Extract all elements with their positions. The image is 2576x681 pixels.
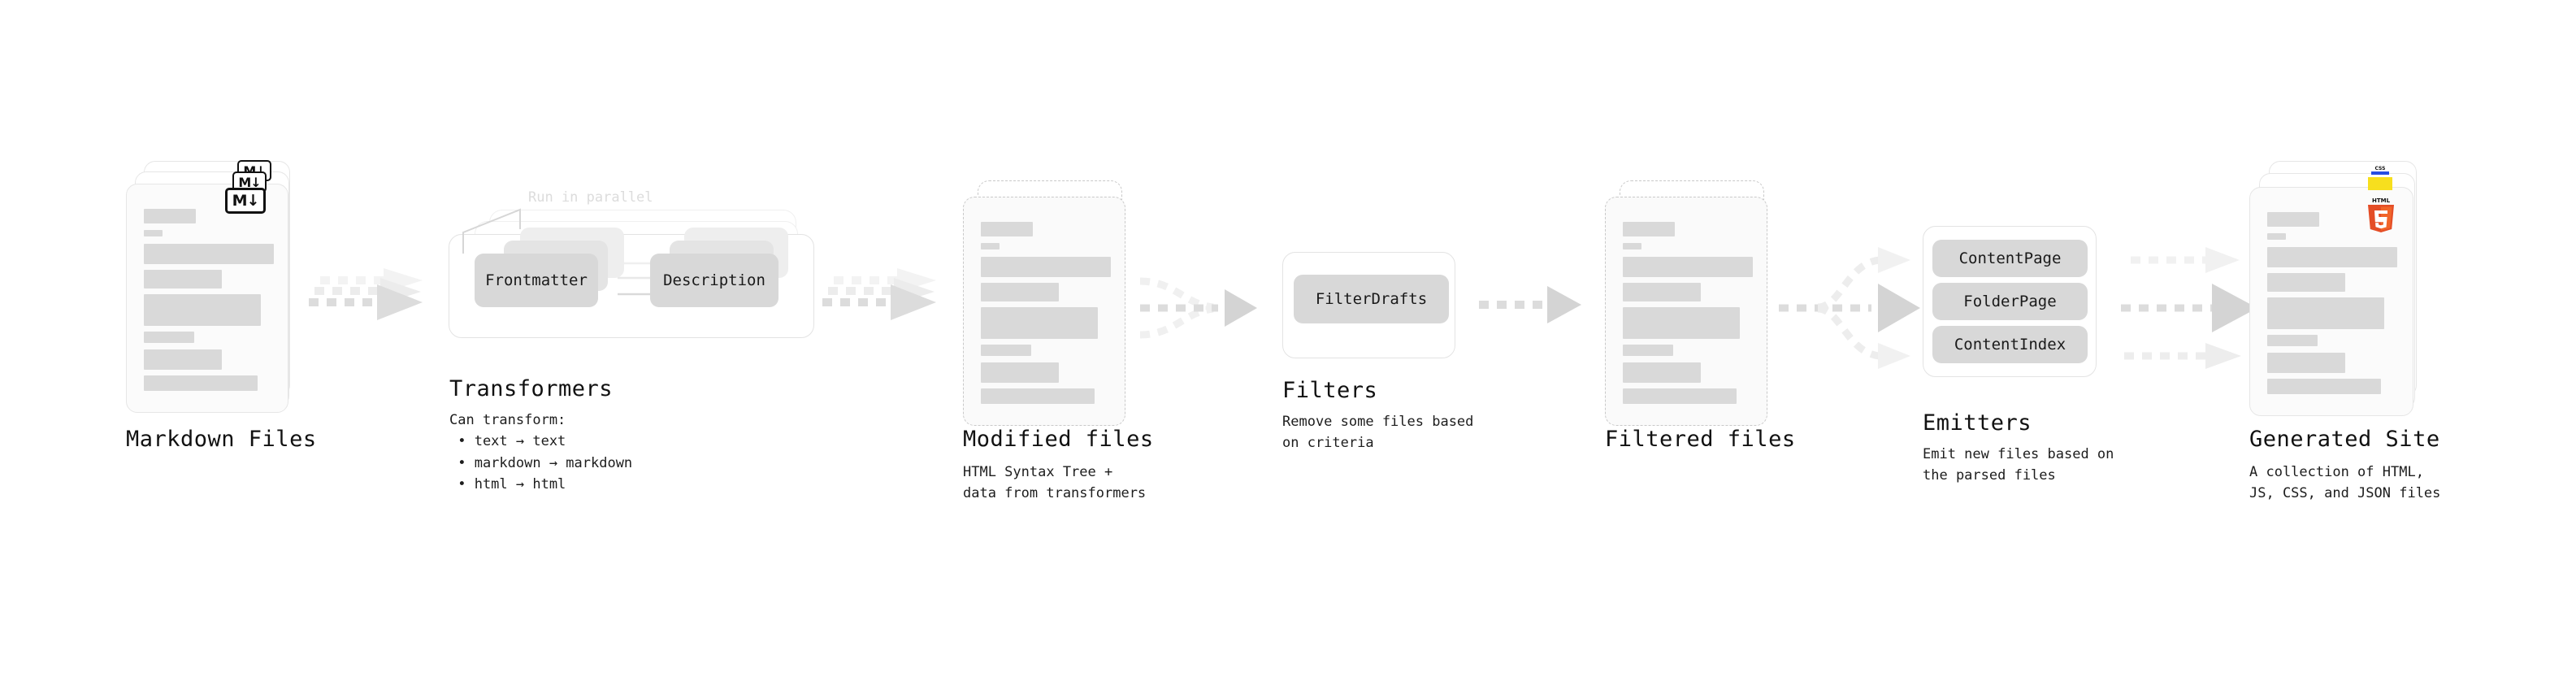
chip-label: Frontmatter	[485, 271, 588, 289]
doc-skeleton-bar	[1623, 283, 1701, 301]
chip-contentpage[interactable]: ContentPage	[1932, 240, 2088, 277]
chip-label: ContentIndex	[1954, 336, 2066, 354]
chip-label: FolderPage	[1963, 293, 2057, 310]
modified-files-title: Modified files	[963, 427, 1154, 452]
doc-skeleton-bar	[2267, 233, 2286, 240]
doc-skeleton-bar	[2267, 212, 2319, 227]
doc-skeleton-bar	[1623, 257, 1753, 277]
doc-skeleton-bar	[144, 332, 194, 343]
filters-subtitle: Remove some files based on criteria	[1282, 414, 1474, 452]
doc-skeleton-bar	[2267, 247, 2397, 267]
modified-file-front	[963, 197, 1125, 426]
doc-skeleton-bar	[1623, 307, 1740, 339]
doc-skeleton-bar	[981, 243, 1000, 249]
doc-skeleton-bar	[981, 345, 1031, 356]
filtered-file-front	[1605, 197, 1767, 426]
emitters-subtitle: Emit new files based on the parsed files	[1923, 446, 2114, 484]
markdown-file-front	[126, 184, 288, 413]
doc-skeleton-bar	[144, 294, 261, 326]
arrow-modified-to-filters	[1139, 277, 1257, 339]
run-in-parallel-brace	[462, 208, 521, 254]
svg-text:CSS: CSS	[2375, 166, 2386, 171]
chip-frontmatter[interactable]: Frontmatter	[475, 254, 598, 307]
doc-skeleton-bar	[981, 388, 1095, 404]
modified-files-stack	[963, 180, 1138, 426]
doc-skeleton-bar	[981, 257, 1111, 277]
doc-skeleton-bar	[144, 230, 163, 236]
filtered-files-title: Filtered files	[1605, 427, 1796, 452]
transformers-subtitle: Can transform: • text → text • markdown …	[449, 412, 633, 493]
doc-skeleton-bar	[1623, 222, 1675, 236]
doc-skeleton-bar	[2267, 379, 2381, 394]
chip-label: FilterDrafts	[1315, 290, 1428, 308]
doc-skeleton-bar	[1623, 362, 1701, 383]
chip-contentindex[interactable]: ContentIndex	[1932, 326, 2088, 363]
markdown-badge-label: M↓	[238, 174, 261, 190]
filtered-files-stack	[1605, 180, 1780, 426]
emitters-title: Emitters	[1923, 410, 2032, 436]
doc-skeleton-bar	[1623, 243, 1641, 249]
arrow-emitters-to-site	[2121, 247, 2257, 369]
doc-skeleton-bar	[144, 209, 196, 223]
markdown-files-title: Markdown Files	[126, 427, 317, 452]
doc-skeleton-bar	[981, 362, 1059, 383]
filters-title: Filters	[1282, 378, 1378, 403]
filters-group: FilterDrafts	[1282, 252, 1469, 366]
doc-skeleton-bar	[1623, 345, 1673, 356]
chip-label: Description	[663, 271, 765, 289]
generated-site-stack: CSS HTML	[2249, 161, 2436, 416]
doc-skeleton-bar	[981, 307, 1098, 339]
arrow-markdown-to-transformers	[309, 268, 423, 320]
css-badge: CSS	[2371, 166, 2389, 175]
doc-skeleton-bar	[2267, 273, 2345, 292]
generated-site-subtitle: A collection of HTML, JS, CSS, and JSON …	[2249, 464, 2441, 502]
doc-skeleton-bar	[144, 375, 258, 391]
markdown-files-stack: M↓ M↓ M↓	[126, 160, 301, 413]
emitters-group: ContentPage FolderPage ContentIndex	[1923, 226, 2126, 397]
doc-skeleton-bar	[144, 270, 222, 288]
modified-files-subtitle: HTML Syntax Tree + data from transformer…	[963, 464, 1147, 502]
chip-label: ContentPage	[1958, 249, 2062, 267]
js-badge	[2368, 177, 2392, 190]
generated-site-title: Generated Site	[2249, 427, 2440, 452]
chip-description[interactable]: Description	[650, 254, 778, 307]
markdown-badge: M↓	[225, 188, 266, 214]
doc-skeleton-bar	[2267, 297, 2384, 329]
transformers-group: Frontmatter Description	[449, 210, 822, 348]
svg-text:HTML: HTML	[2372, 197, 2391, 204]
doc-skeleton-bar	[2267, 335, 2318, 346]
doc-skeleton-bar	[981, 283, 1059, 301]
chip-filterdrafts[interactable]: FilterDrafts	[1294, 275, 1449, 323]
arrow-transformers-to-modified	[822, 268, 936, 320]
doc-skeleton-bar	[144, 244, 274, 264]
markdown-badge-label: M↓	[232, 192, 260, 210]
doc-skeleton-bar	[144, 349, 222, 370]
doc-skeleton-bar	[2267, 353, 2345, 373]
arrow-filters-to-filtered	[1479, 286, 1581, 323]
doc-skeleton-bar	[981, 222, 1033, 236]
doc-skeleton-bar	[1623, 388, 1737, 404]
html5-badge: HTML	[2368, 197, 2394, 232]
transformers-title: Transformers	[449, 376, 614, 401]
chip-folderpage[interactable]: FolderPage	[1932, 283, 2088, 320]
arrow-filtered-to-emitters	[1779, 247, 1920, 369]
run-in-parallel-label: Run in parallel	[528, 189, 653, 206]
